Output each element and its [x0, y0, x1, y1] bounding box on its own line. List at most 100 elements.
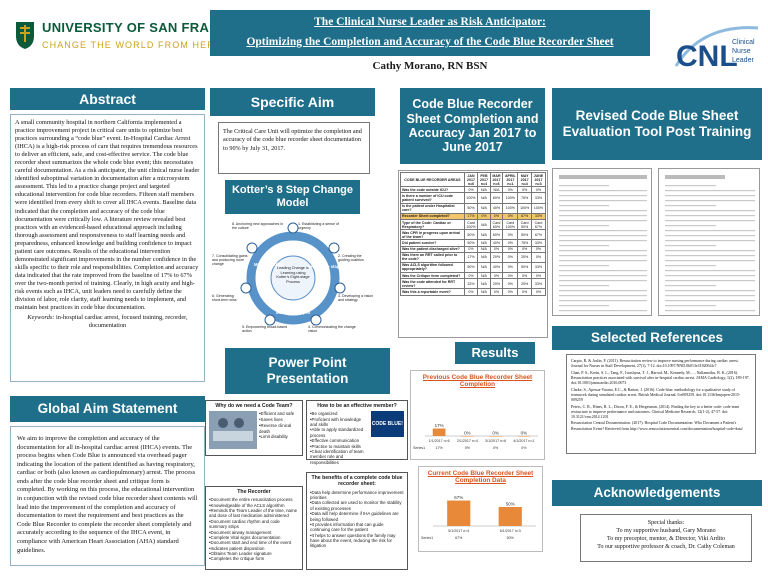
effective-title: How to be an effective member?	[317, 403, 397, 409]
results-heading: Results	[455, 342, 535, 364]
document-line	[665, 305, 716, 307]
table-cell: 17%	[463, 251, 479, 263]
chart2-title: Current Code Blue Recorder Sheet Complet…	[427, 470, 534, 484]
why-item-1: •Efficient and safe	[259, 411, 295, 417]
table-row: Was ACLS algorithm followed appropriatel…	[400, 261, 547, 274]
table-cell: Card 50%	[517, 218, 532, 231]
document-line	[559, 275, 647, 277]
table-cell: Card 60%	[489, 218, 504, 231]
document-line	[665, 195, 755, 197]
kotter-step-5: 5. Empowering broad-based action	[242, 325, 288, 333]
effective-item-1: •Be organized	[310, 411, 338, 417]
table-cell: 60%	[489, 229, 504, 241]
tick-label: 1/1/2017 n=6	[429, 439, 450, 443]
table-cell: Card 100%	[502, 218, 519, 231]
document-line	[665, 285, 716, 287]
table-cell: N/A	[477, 186, 491, 194]
document-line	[559, 255, 647, 257]
usf-logo: UNIVERSITY OF SAN FRANCISCO CHANGE THE W…	[10, 18, 261, 58]
kotter-step-1: 1. Establishing a sense of urgency	[298, 222, 339, 230]
document-line	[559, 240, 647, 242]
recorder-item-3: •Reminds the Team Leader of the time, na…	[209, 508, 298, 519]
ack-line-1: Special thanks:	[647, 520, 685, 526]
table-cell: 50%	[517, 261, 532, 274]
table-cell: 0%	[502, 186, 519, 194]
table-cell: 0%	[477, 212, 491, 220]
recorder-title: The Recorder	[237, 489, 271, 495]
chart1-svg: 17%1/1/2017 n=617%0%2/1/2017 n=40%0%3/1/…	[413, 423, 538, 450]
recorder-item-7: •Document start and end time of the even…	[209, 540, 292, 546]
table-header-cell: FEB 2017 n=4	[477, 171, 491, 188]
series-label: Series1	[413, 446, 425, 450]
references-heading: Selected References	[552, 326, 762, 350]
benefit-item-2: •Data collected are used to monitor the …	[310, 500, 402, 511]
table-cell: N/A	[477, 245, 491, 253]
document-line	[665, 270, 755, 272]
table-cell: 33%	[463, 278, 479, 290]
document-line	[559, 280, 647, 282]
title-line-2: Optimizing the Completion and Accuracy o…	[246, 36, 614, 48]
table-cell: 0%	[530, 245, 547, 253]
effective-item-2: •Proficient with knowledge and skills	[310, 416, 362, 428]
document-line	[559, 190, 647, 192]
ack-line-2: To my supportive husband, Gary Morano	[616, 528, 716, 535]
effective-item-5: •Practice to maintain skills	[310, 443, 361, 449]
table-cell: 0%	[530, 251, 547, 263]
document-line	[559, 270, 647, 272]
keywords-text: in-hospital cardiac arrest, focused trai…	[56, 314, 188, 330]
table-cell: Card 100%	[463, 218, 479, 231]
why-item-2: •Saves lives	[259, 417, 283, 423]
table-cell: 100%	[502, 192, 519, 204]
table-row: Is there a number of ICU code patient su…	[400, 192, 547, 204]
table-header-cell: CODE BLUE RECORDER AREAS	[400, 171, 465, 188]
document-line	[559, 205, 609, 207]
ring-label-stick: Making it stick	[254, 262, 283, 267]
table-header-cell: MAR 2017 n=6	[489, 171, 504, 188]
reference-4: Peters, C. R., Hines, R. L., Dixon, F. E…	[571, 403, 740, 419]
table-row: Type of the Code: Cardiac or Respiratory…	[400, 218, 547, 231]
code-blue-table-heading: Code Blue Recorder Sheet Completion and …	[400, 88, 545, 164]
recorder-item-8: •Indicates patient disposition	[209, 545, 265, 551]
tick-label: 2/1/2017 n=4	[457, 439, 478, 443]
table-cell: 50%	[463, 202, 479, 214]
document-line	[559, 230, 647, 232]
document-line	[665, 275, 755, 277]
table-cell: 20%	[489, 251, 504, 263]
table-cell: Is there a number of ICU code patient su…	[400, 192, 465, 204]
global-aim-text: We aim to improve the completion and acc…	[17, 435, 198, 554]
table-cell: 33%	[530, 192, 547, 204]
poster-title: The Clinical Nurse Leader as Risk Antici…	[210, 10, 650, 56]
table-cell: 0%	[517, 288, 532, 296]
table-cell: 0%	[463, 245, 479, 253]
kotter-center-label: Leading Change in Learning using Kotter’…	[276, 266, 310, 284]
document-line	[559, 305, 609, 307]
kotter-diagram: Leading Change in Learning using Kotter’…	[212, 218, 374, 336]
table-cell: Was the code attended for RRT review?	[400, 278, 465, 290]
document-line	[665, 265, 716, 267]
table-cell: N/A	[477, 202, 491, 214]
series-label: Series1	[421, 536, 433, 540]
recorder-item-4: •Document cardiac rhythm and code summar…	[209, 518, 280, 530]
table-cell: N/A	[477, 218, 491, 231]
table-cell: Is the patient under Hospitalist care?	[400, 202, 465, 214]
table-cell: 100%	[517, 202, 532, 214]
acknowledgements-heading: Acknowledgements	[552, 480, 762, 506]
abstract-panel: A small community hospital in northern C…	[10, 114, 205, 382]
document-line	[665, 230, 755, 232]
table-cell: 0%	[502, 251, 519, 263]
slide-effective-member: How to be an effective member? •Be organ…	[306, 400, 408, 465]
document-line	[665, 260, 755, 262]
document-line	[559, 210, 647, 212]
kotter-step-6: 6. Generating short-term wins	[212, 294, 237, 302]
table-cell: Was there an RRT called prior to the cod…	[400, 251, 465, 263]
table-cell: 75%	[517, 192, 532, 204]
chart-bar	[432, 428, 446, 436]
tick-label: 4/1/2017 n=1	[513, 439, 534, 443]
table-cell: 0%	[489, 288, 504, 296]
document-line	[559, 310, 647, 312]
table-cell: Was CPR in progress upon arrival of the …	[400, 229, 465, 241]
table-cell: 0%	[463, 288, 479, 296]
